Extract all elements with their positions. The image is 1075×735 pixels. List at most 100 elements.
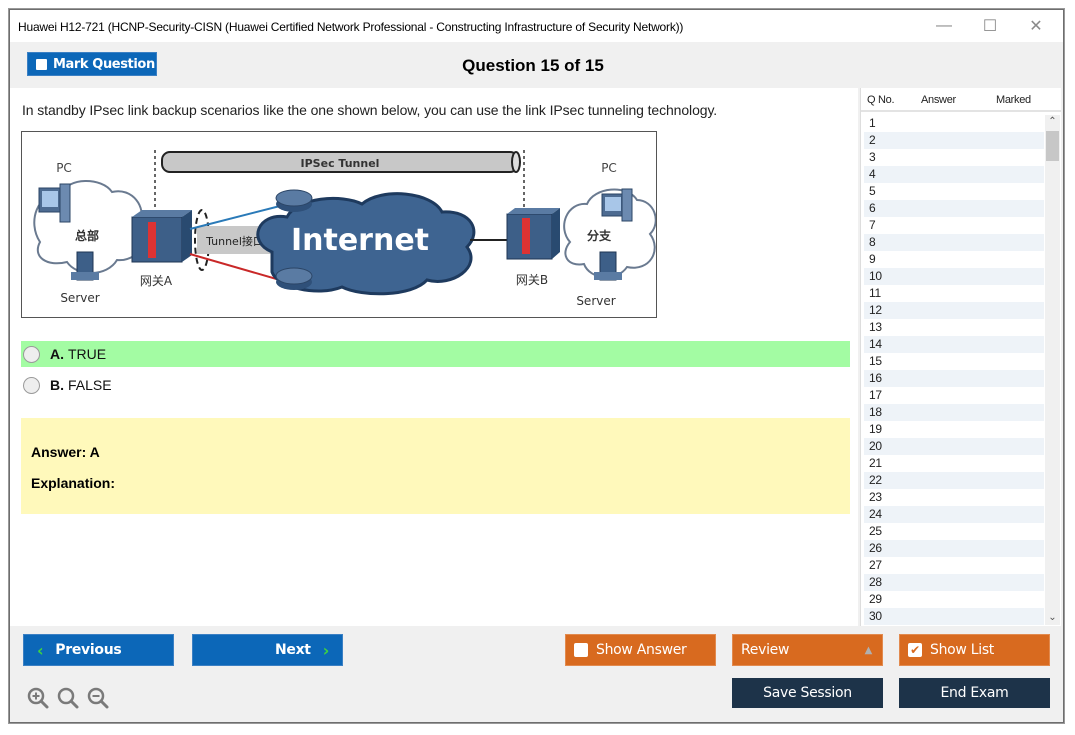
zoom-in-icon[interactable] xyxy=(26,686,50,710)
question-list-row[interactable]: 9 xyxy=(869,252,876,266)
zoom-controls xyxy=(26,686,110,710)
previous-button[interactable]: ‹ Previous xyxy=(23,634,174,666)
router-icon xyxy=(275,189,313,212)
network-diagram: IPSec Tunnel PC 总部 Server xyxy=(21,131,657,318)
option-b[interactable]: B. FALSE xyxy=(21,372,850,398)
server-icon xyxy=(594,251,622,281)
router-icon xyxy=(275,267,313,290)
question-list-row[interactable]: 17 xyxy=(869,388,882,402)
show-list-toggle[interactable]: ✔ Show List xyxy=(899,634,1050,666)
pc-icon xyxy=(38,183,71,223)
question-list-row[interactable]: 2 xyxy=(864,132,1044,149)
chevron-right-icon: › xyxy=(322,640,330,660)
question-list-row[interactable]: 4 xyxy=(864,166,1044,183)
column-header-answer[interactable]: Answer xyxy=(921,94,956,106)
checkbox-unchecked-icon[interactable] xyxy=(574,643,588,657)
right-server-label: Server xyxy=(576,294,615,308)
pc-icon xyxy=(601,188,633,222)
question-list-row[interactable]: 1 xyxy=(869,116,876,130)
question-list-row[interactable]: 7 xyxy=(869,218,876,232)
option-text: TRUE xyxy=(68,346,107,362)
question-header: Mark Question Question 15 of 15 xyxy=(10,42,1063,88)
minimize-button[interactable]: — xyxy=(921,14,967,38)
question-list-row[interactable]: 3 xyxy=(869,150,876,164)
question-list-row[interactable]: 28 xyxy=(864,574,1044,591)
zoom-reset-icon[interactable] xyxy=(56,686,80,710)
review-dropdown[interactable]: Review ▲ xyxy=(732,634,883,666)
end-exam-button[interactable]: End Exam xyxy=(899,678,1050,708)
question-list-row[interactable]: 6 xyxy=(864,200,1044,217)
option-letter: A. xyxy=(50,346,64,362)
question-list-row[interactable]: 10 xyxy=(864,268,1044,285)
question-list-row[interactable]: 14 xyxy=(864,336,1044,353)
mark-question-button[interactable]: Mark Question xyxy=(27,52,157,76)
next-button[interactable]: Next › xyxy=(192,634,343,666)
firewall-icon xyxy=(506,208,560,260)
question-list-row[interactable]: 20 xyxy=(864,438,1044,455)
column-header-qno[interactable]: Q No. xyxy=(867,94,895,106)
question-list-row[interactable]: 12 xyxy=(864,302,1044,319)
radio-button[interactable] xyxy=(23,376,40,394)
question-list-row[interactable]: 19 xyxy=(869,422,882,436)
branch-label: 分支 xyxy=(587,228,612,243)
left-server-label: Server xyxy=(60,291,99,305)
question-list-row[interactable]: 23 xyxy=(869,490,882,504)
question-list-header: Q No. Answer Marked xyxy=(861,88,1061,112)
tunnel-label: IPSec Tunnel xyxy=(301,157,380,170)
zoom-out-icon[interactable] xyxy=(86,686,110,710)
question-list-row[interactable]: 27 xyxy=(869,558,882,572)
question-list-row[interactable]: 8 xyxy=(864,234,1044,251)
question-counter: Question 15 of 15 xyxy=(462,56,604,75)
answer-text: Answer: A xyxy=(31,444,100,460)
server-icon xyxy=(71,251,99,281)
checkbox-checked-icon[interactable]: ✔ xyxy=(908,643,922,657)
question-list-row[interactable]: 21 xyxy=(869,456,882,470)
option-text: FALSE xyxy=(68,377,112,393)
question-list-row[interactable]: 11 xyxy=(869,286,881,300)
previous-label: Previous xyxy=(55,642,122,658)
gateway-a-label: 网关A xyxy=(140,274,173,288)
tunnel-interface-label: Tunnel接口 xyxy=(205,235,264,248)
radio-button[interactable] xyxy=(23,345,40,363)
right-pc-label: PC xyxy=(601,161,617,175)
scrollbar-thumb[interactable] xyxy=(1046,131,1059,161)
window-title: Huawei H12-721 (HCNP-Security-CISN (Huaw… xyxy=(18,20,684,34)
close-button[interactable]: ✕ xyxy=(1013,14,1059,38)
app-window: Huawei H12-721 (HCNP-Security-CISN (Huaw… xyxy=(9,9,1064,723)
show-list-label: Show List xyxy=(930,642,994,658)
question-list-row[interactable]: 13 xyxy=(869,320,882,334)
question-list-row[interactable]: 29 xyxy=(869,592,882,606)
checkbox-icon xyxy=(36,58,47,70)
internet-label: Internet xyxy=(291,223,429,258)
scroll-down-icon[interactable]: ⌄ xyxy=(1048,612,1057,623)
question-list-row[interactable]: 18 xyxy=(864,404,1044,421)
option-letter: B. xyxy=(50,377,64,393)
question-list-row[interactable]: 16 xyxy=(864,370,1044,387)
show-answer-toggle[interactable]: Show Answer xyxy=(565,634,716,666)
mark-question-label: Mark Question xyxy=(53,56,155,72)
gateway-b-label: 网关B xyxy=(516,273,548,287)
scroll-up-icon[interactable]: ⌃ xyxy=(1048,116,1057,127)
maximize-button[interactable]: ☐ xyxy=(967,14,1013,38)
next-label: Next xyxy=(274,642,311,658)
question-list-scrollbar[interactable]: ⌃ ⌄ xyxy=(1045,115,1060,625)
question-list-row[interactable]: 22 xyxy=(864,472,1044,489)
save-session-button[interactable]: Save Session xyxy=(732,678,883,708)
minimize-icon: — xyxy=(936,17,952,34)
question-list-row[interactable]: 24 xyxy=(864,506,1044,523)
save-session-label: Save Session xyxy=(763,685,852,701)
question-list-row[interactable]: 5 xyxy=(869,184,876,198)
column-header-marked[interactable]: Marked xyxy=(996,94,1031,106)
question-list-row[interactable]: 26 xyxy=(864,540,1044,557)
question-list-row[interactable]: 30 xyxy=(864,608,1044,625)
question-list-row[interactable]: 25 xyxy=(869,524,882,538)
show-answer-label: Show Answer xyxy=(596,642,687,658)
question-list-row[interactable]: 15 xyxy=(869,354,882,368)
option-a[interactable]: A. TRUE xyxy=(21,341,850,367)
close-icon: ✕ xyxy=(1029,18,1043,35)
hq-label: 总部 xyxy=(75,228,99,243)
firewall-icon xyxy=(131,210,192,263)
maximize-icon: ☐ xyxy=(982,18,998,35)
end-exam-label: End Exam xyxy=(940,685,1009,701)
